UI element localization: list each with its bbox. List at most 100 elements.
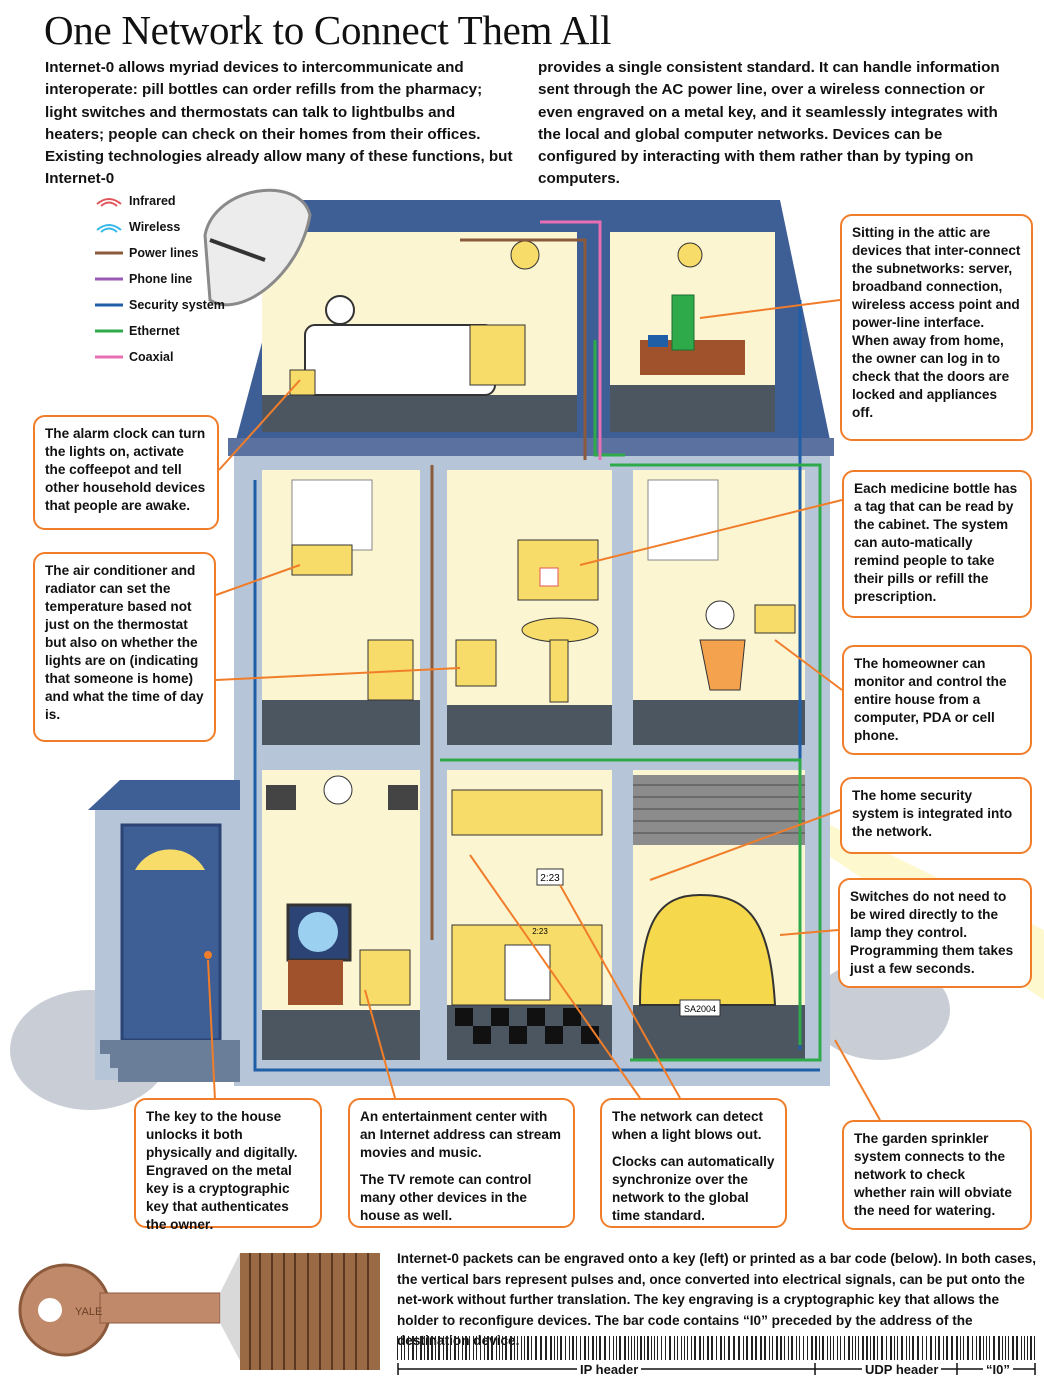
barcode-bar: [694, 1336, 696, 1360]
barcode-bar: [404, 1336, 405, 1360]
legend-label: Wireless: [129, 220, 181, 234]
callout-homeowner: The homeowner can monitor and control th…: [842, 645, 1032, 755]
barcode-bar: [746, 1336, 748, 1360]
intro-right: provides a single consistent standard. I…: [538, 59, 1000, 188]
barcode-bar: [476, 1336, 477, 1360]
legend-item-security-system: Security system: [93, 292, 233, 318]
barcode-bar: [760, 1336, 762, 1360]
barcode-bar: [986, 1336, 987, 1360]
barcode-bar: [1012, 1336, 1014, 1360]
legend-item-infrared: Infrared: [93, 188, 233, 214]
barcode-bar: [527, 1336, 529, 1360]
barcode-bar: [951, 1336, 953, 1360]
security-line-icon: [95, 303, 123, 307]
barcode-bar: [707, 1336, 709, 1360]
barcode-bar: [858, 1336, 859, 1360]
barcode-bar: [588, 1336, 589, 1360]
barcode-bar: [807, 1336, 808, 1360]
barcode-bar: [881, 1336, 883, 1360]
barcode-bar: [788, 1336, 789, 1360]
callout-text: An entertainment center with an Internet…: [360, 1109, 561, 1160]
barcode-bar: [473, 1336, 474, 1360]
barcode-bar: [922, 1336, 923, 1360]
barcode-bar: [743, 1336, 744, 1360]
intro-left: Internet-0 allows myriad devices to inte…: [45, 59, 513, 188]
callout-key: The key to the house unlocks it both phy…: [134, 1098, 322, 1232]
infrared-icon: [96, 198, 122, 207]
barcode-bar: [803, 1336, 804, 1360]
barcode-bar: [674, 1336, 675, 1360]
barcode-bar: [634, 1336, 635, 1360]
barcode-bar: [769, 1336, 770, 1360]
barcode-bar: [420, 1336, 422, 1360]
barcode-bar: [580, 1336, 581, 1360]
callout-air-conditioner: The air conditioner and radiator can set…: [33, 552, 216, 742]
barcode-bar: [711, 1336, 713, 1360]
callout-attic: Sitting in the attic are devices that in…: [840, 214, 1033, 441]
barcode-bar: [827, 1336, 828, 1360]
legend-label: Coaxial: [129, 350, 174, 364]
barcode-bar: [443, 1336, 444, 1360]
barcode-bar: [983, 1336, 984, 1360]
barcode-bar: [416, 1336, 417, 1360]
barcode-bar: [1030, 1336, 1032, 1360]
barcode-bar: [510, 1336, 512, 1360]
barcode-bar: [796, 1336, 797, 1360]
barcode-bar: [755, 1336, 757, 1360]
barcode-bar: [454, 1336, 456, 1360]
callout-security: The home security system is integrated i…: [840, 777, 1032, 854]
barcode-bar: [401, 1336, 402, 1360]
legend: Infrared Wireless Power lines Phone line…: [93, 188, 233, 370]
barcode-bar: [772, 1336, 773, 1360]
barcode-bar: [972, 1336, 973, 1360]
barcode-bar: [890, 1336, 892, 1360]
barcode-bar: [569, 1336, 570, 1360]
barcode-bar: [560, 1336, 562, 1360]
barcode-bar: [596, 1336, 597, 1360]
barcode-bar: [450, 1336, 451, 1360]
barcode-bar: [912, 1336, 914, 1360]
barcode-bar: [637, 1336, 638, 1360]
barcode-bar: [963, 1336, 964, 1360]
oven-clock: 2:23: [532, 927, 548, 936]
barcode-bar: [1008, 1336, 1009, 1360]
ethernet-line-icon: [95, 329, 123, 333]
barcode-bar: [412, 1336, 414, 1360]
callout-entertainment: An entertainment center with an Internet…: [348, 1098, 575, 1228]
barcode-bar: [1034, 1336, 1035, 1360]
barcode-bar: [935, 1336, 936, 1360]
barcode-bar: [505, 1336, 507, 1360]
barcode-bar: [557, 1336, 558, 1360]
barcode-bar: [654, 1336, 655, 1360]
callout-text: Switches do not need to be wired directl…: [850, 889, 1014, 976]
barcode-bar: [960, 1336, 961, 1360]
barcode-bar: [446, 1336, 448, 1360]
callout-switches: Switches do not need to be wired directl…: [838, 878, 1032, 988]
barcode-bar: [815, 1336, 817, 1360]
barcode-bar: [631, 1336, 632, 1360]
barcode-bar: [728, 1336, 730, 1360]
barcode-bar: [830, 1336, 831, 1360]
barcode: [397, 1336, 1035, 1360]
barcode-bar: [1027, 1336, 1028, 1360]
barcode-bar: [976, 1336, 977, 1360]
barcode-bar: [699, 1336, 701, 1360]
legend-item-phone-line: Phone line: [93, 266, 233, 292]
barcode-bar: [684, 1336, 685, 1360]
barcode-bar: [592, 1336, 594, 1360]
car-plate: SA2004: [684, 1004, 716, 1014]
barcode-bar: [873, 1336, 875, 1360]
barcode-bar: [584, 1336, 586, 1360]
callout-text: Each medicine bottle has a tag that can …: [854, 481, 1018, 604]
barcode-bar: [877, 1336, 878, 1360]
barcode-bar: [870, 1336, 871, 1360]
room-bathroom: [447, 470, 612, 745]
barcode-bar: [657, 1336, 658, 1360]
barcode-bar: [499, 1336, 500, 1360]
callout-text: The alarm clock can turn the lights on, …: [45, 426, 206, 513]
legend-label: Infrared: [129, 194, 176, 208]
barcode-bar: [665, 1336, 666, 1360]
barcode-bar: [1016, 1336, 1018, 1360]
barcode-bar: [550, 1336, 552, 1360]
barcode-bar: [1021, 1336, 1022, 1360]
